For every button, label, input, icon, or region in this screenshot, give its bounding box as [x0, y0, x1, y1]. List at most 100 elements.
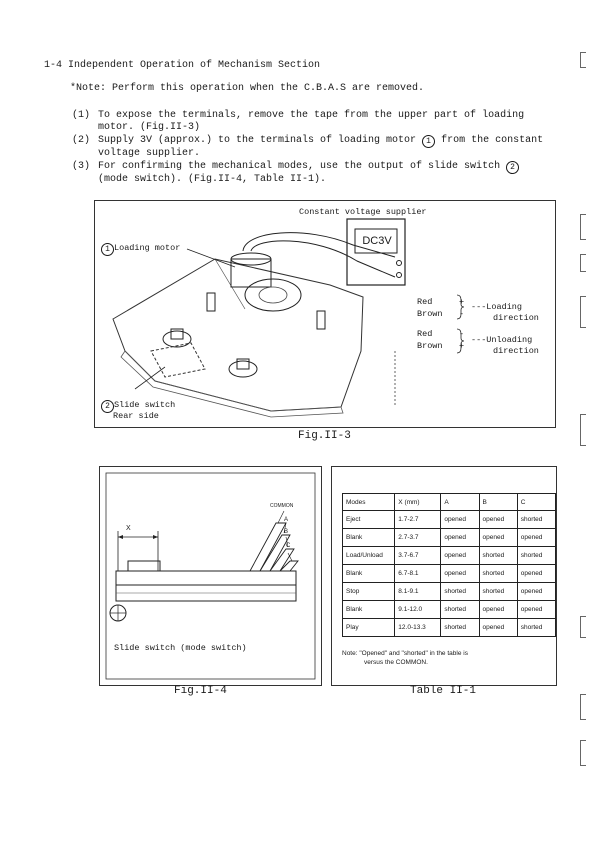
table-row: Play 12.0-13.3 shorted opened shorted — [341, 618, 557, 637]
circled-number-2: 2 — [101, 400, 114, 413]
margin-mark — [580, 52, 586, 68]
common-label: COMMON — [270, 503, 294, 509]
table-row: Stop 8.1-9.1 shorted shorted opened — [341, 582, 557, 601]
table-cell: Load/Unload — [341, 546, 396, 565]
step-3: (3) For confirming the mechanical modes,… — [72, 161, 542, 186]
table-ii-1: Modes X (mm) A B C Eject 1.7-2.7 opened … — [331, 466, 557, 686]
table-cell: opened — [516, 600, 557, 619]
table-cell: shorted — [516, 510, 557, 529]
column-header: A — [440, 493, 480, 511]
motor-label-text: Loading motor — [114, 243, 181, 253]
steps-list: (1) To expose the terminals, remove the … — [72, 110, 544, 187]
circled-number-1: 1 — [422, 135, 436, 148]
step-text: Supply 3V (approx.) to the terminals of … — [98, 135, 544, 148]
table-cell: opened — [516, 582, 557, 601]
unloading-brown-label: Brown — [417, 341, 443, 351]
switch-label-text: Slide switch — [114, 400, 176, 410]
table-row: Blank 6.7-8.1 opened shorted opened — [341, 564, 557, 583]
step-text: To expose the terminals, remove the tape… — [98, 110, 525, 121]
step-text-part: Supply 3V (approx.) to the terminals of … — [98, 135, 423, 146]
step-text: motor. (Fig.II-3) — [98, 122, 201, 133]
table-cell: opened — [478, 510, 518, 529]
table-cell: shorted — [440, 582, 480, 601]
section-title: 1-4 Independent Operation of Mechanism S… — [44, 60, 321, 71]
mechanism-illustration — [112, 218, 465, 418]
figure-ii-4: COMMON A B C X Slide switch (mode switch… — [99, 466, 322, 686]
table-cell: opened — [478, 618, 518, 637]
step-number: (2) — [72, 135, 91, 146]
table-note-line: Note: "Opened" and "shorted" in the tabl… — [342, 650, 468, 657]
table-cell: Blank — [341, 528, 396, 547]
x-dimension-label: X — [126, 525, 131, 532]
table-cell: opened — [516, 564, 557, 583]
step-text-part: from the constant — [435, 135, 544, 146]
loading-red-label: Red — [417, 297, 433, 307]
rear-side-label: Rear side — [113, 411, 159, 421]
margin-mark — [580, 740, 586, 766]
table-cell: 3.7-6.7 — [394, 546, 442, 565]
table-cell: opened — [440, 564, 480, 583]
table-cell: 6.7-8.1 — [394, 564, 442, 583]
column-header: Modes — [341, 493, 396, 511]
table-cell: opened — [478, 528, 518, 547]
circled-number-1: 1 — [101, 243, 114, 256]
table-cell: opened — [478, 600, 518, 619]
column-header: C — [516, 493, 557, 511]
supplier-display: DC3V — [362, 235, 392, 247]
table-cell: shorted — [478, 546, 518, 565]
table-cell: opened — [440, 510, 480, 529]
margin-mark — [580, 214, 586, 240]
step-number: (1) — [72, 110, 91, 121]
column-header: X (mm) — [394, 493, 442, 511]
modes-table: Modes X (mm) A B C Eject 1.7-2.7 opened … — [341, 493, 557, 637]
table-cell: opened — [440, 546, 480, 565]
table-cell: 9.1-12.0 — [394, 600, 442, 619]
table-row: Blank 2.7-3.7 opened opened opened — [341, 528, 557, 547]
table-cell: opened — [440, 528, 480, 547]
step-2: (2) Supply 3V (approx.) to the terminals… — [72, 135, 544, 160]
table-cell: Eject — [341, 510, 396, 529]
unloading-direction-label: ---Unloading — [471, 335, 533, 345]
margin-mark — [580, 616, 586, 638]
step-number: (3) — [72, 161, 91, 172]
loading-brown-sign: - — [459, 309, 465, 319]
table-cell: shorted — [440, 600, 480, 619]
step-text: voltage supplier. — [98, 148, 201, 159]
circled-number-2: 2 — [506, 161, 520, 174]
loading-brown-label: Brown — [417, 309, 443, 319]
table-cell: shorted — [440, 618, 480, 637]
margin-mark — [580, 414, 586, 446]
unloading-direction-sub: direction — [493, 346, 539, 356]
unloading-red-label: Red — [417, 329, 433, 339]
step-text: For confirming the mechanical modes, use… — [98, 161, 542, 174]
table-cell: shorted — [478, 582, 518, 601]
table-cell: opened — [516, 528, 557, 547]
supplier-label: Constant voltage supplier — [299, 207, 427, 217]
table-note: Note: "Opened" and "shorted" in the tabl… — [342, 649, 468, 667]
table-cell: 1.7-2.7 — [394, 510, 442, 529]
slide-switch-caption: Slide switch (mode switch) — [114, 643, 247, 653]
table-cell: Stop — [341, 582, 396, 601]
fig3-caption: Fig.II-3 — [298, 430, 351, 442]
terminal-c-label: C — [286, 543, 291, 549]
table-cell: 2.7-3.7 — [394, 528, 442, 547]
table-cell: shorted — [516, 618, 557, 637]
step-1: (1) To expose the terminals, remove the … — [72, 110, 542, 134]
loading-direction-sub: direction — [493, 313, 539, 323]
table-cell: 12.0-13.3 — [394, 618, 442, 637]
table-note-line: versus the COMMON. — [364, 659, 428, 666]
note-text: *Note: Perform this operation when the C… — [70, 83, 425, 94]
loading-red-sign: + — [459, 297, 465, 307]
table-header-row: Modes X (mm) A B C — [341, 493, 557, 511]
table-row: Blank 9.1-12.0 shorted opened opened — [341, 600, 557, 619]
column-header: B — [478, 493, 518, 511]
fig4-caption: Fig.II-4 — [174, 685, 227, 697]
margin-mark — [580, 254, 586, 272]
unloading-brown-sign: + — [459, 341, 465, 351]
unloading-red-sign: - — [459, 329, 465, 339]
table-cell: Blank — [341, 600, 396, 619]
table-cell: 8.1-9.1 — [394, 582, 442, 601]
